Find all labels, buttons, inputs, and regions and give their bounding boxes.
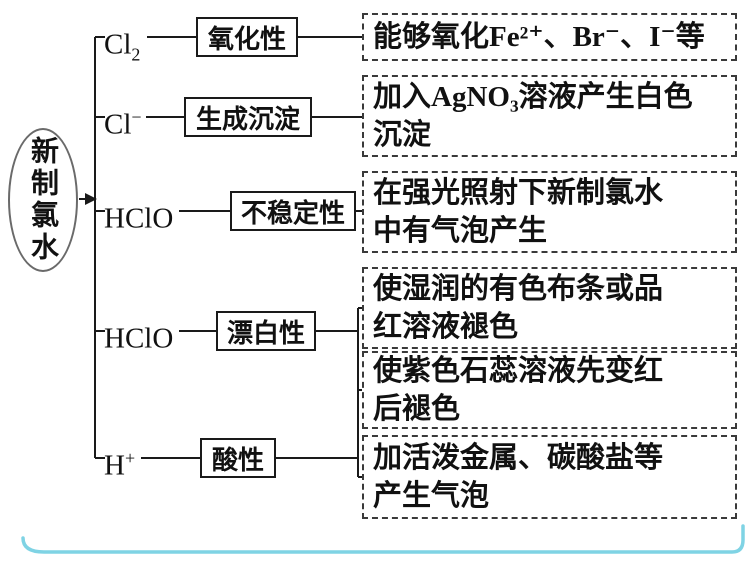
desc-text: 加入AgNO₃溶液产生白色 沉淀 bbox=[373, 81, 693, 151]
root-node: 新制氯水 bbox=[8, 128, 78, 272]
desc-box-acid-reaction: 加活泼金属、碳酸盐等 产生气泡 bbox=[362, 435, 737, 519]
species-base: Cl bbox=[104, 108, 132, 141]
property-label: 氧化性 bbox=[207, 24, 286, 54]
desc-box-bleaching-cloth: 使湿润的有色布条或品 红溶液褪色 bbox=[362, 267, 737, 349]
property-box-instability: 不稳定性 bbox=[230, 191, 356, 231]
species-subscript: 2 bbox=[131, 44, 141, 65]
desc-box-litmus: 使紫色石蕊溶液先变红 后褪色 bbox=[362, 351, 737, 429]
species-label-hclo-1: HClO bbox=[104, 192, 173, 235]
desc-text: 加活泼金属、碳酸盐等 产生气泡 bbox=[373, 442, 664, 512]
root-label: 新制氯水 bbox=[28, 136, 59, 264]
property-box-bleaching: 漂白性 bbox=[216, 311, 316, 351]
desc-text: 使湿润的有色布条或品 红溶液褪色 bbox=[373, 273, 664, 343]
species-superscript: − bbox=[131, 107, 142, 127]
species-label-cl-ion: Cl− bbox=[104, 98, 142, 141]
species-base: H bbox=[104, 449, 125, 482]
species-base: HClO bbox=[104, 202, 174, 235]
species-label-cl2: Cl2 bbox=[104, 18, 140, 65]
species-label-hclo-2: HClO bbox=[104, 312, 173, 355]
desc-text: 在强光照射下新制氯水 中有气泡产生 bbox=[373, 177, 664, 247]
branch-lines bbox=[79, 36, 363, 478]
species-label-h-ion: H+ bbox=[104, 439, 136, 482]
species-base: Cl bbox=[104, 28, 132, 61]
desc-box-oxidizing-ability: 能够氧化Fe²⁺、Br⁻、I⁻等 bbox=[362, 13, 737, 61]
species-base: HClO bbox=[104, 322, 174, 355]
desc-text: 使紫色石蕊溶液先变红 后褪色 bbox=[373, 355, 664, 425]
property-label: 漂白性 bbox=[226, 318, 305, 348]
desc-box-precipitate: 加入AgNO₃溶液产生白色 沉淀 bbox=[362, 75, 737, 157]
page-frame-border bbox=[21, 524, 745, 554]
desc-box-instability: 在强光照射下新制氯水 中有气泡产生 bbox=[362, 171, 737, 253]
property-label: 生成沉淀 bbox=[195, 104, 300, 134]
arrow-icon bbox=[85, 193, 97, 205]
property-label: 酸性 bbox=[211, 445, 264, 475]
property-label: 不稳定性 bbox=[240, 198, 345, 228]
species-superscript: + bbox=[124, 448, 136, 468]
property-box-precipitate: 生成沉淀 bbox=[184, 97, 312, 137]
property-box-oxidizing: 氧化性 bbox=[196, 17, 298, 57]
property-box-acidity: 酸性 bbox=[200, 438, 276, 478]
desc-text: 能够氧化Fe²⁺、Br⁻、I⁻等 bbox=[373, 21, 705, 53]
